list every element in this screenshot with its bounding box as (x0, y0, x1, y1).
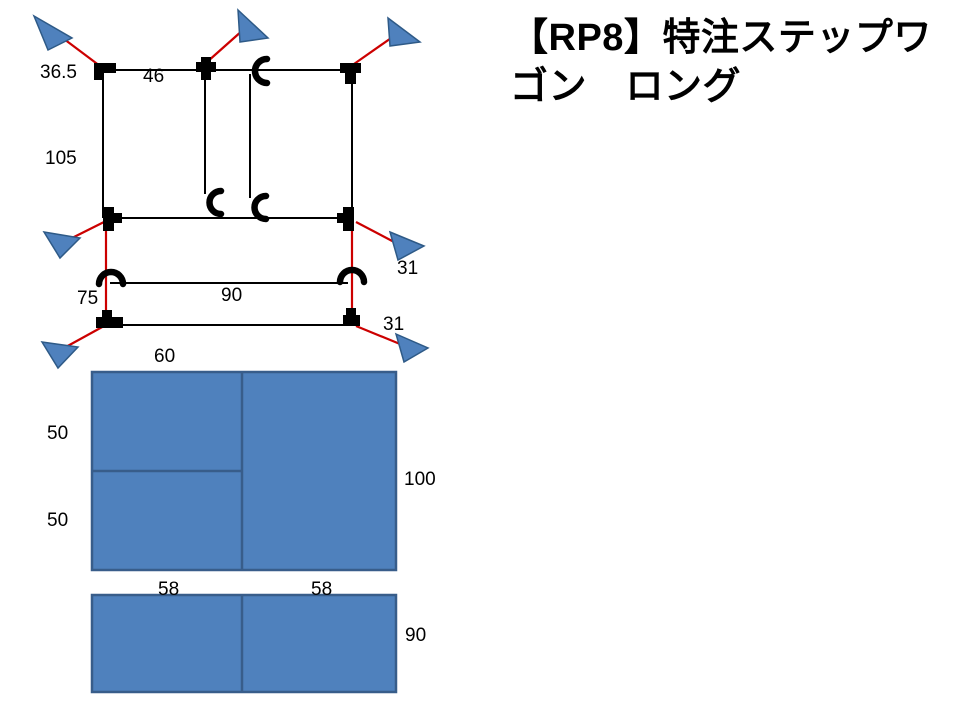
slide-title-line-2: ゴン ロング (510, 65, 742, 108)
peg-marker-low-left (40, 341, 80, 370)
pipe-clamp-top (251, 55, 271, 87)
dim-label-side-height: 105 (45, 148, 77, 169)
dim-label-lower-height: 90 (405, 625, 427, 646)
peg-marker-top-right (387, 16, 422, 47)
corner-connector-mid-right (337, 207, 354, 231)
dim-label-panel-left-bottom: 50 (47, 510, 69, 531)
corner-connectors (94, 57, 361, 328)
panel-group-upper (90, 370, 398, 572)
pipe-clamp-right-arc (336, 266, 368, 286)
dim-label-right-offset-lower: 31 (383, 314, 405, 335)
frame-lines (102, 69, 353, 326)
dim-label-left-lower-span: 75 (77, 288, 99, 309)
dim-label-panel-right: 100 (404, 469, 436, 490)
dim-label-offset-top-left: 36.5 (40, 62, 77, 83)
dim-label-lower-left-width: 58 (158, 579, 180, 600)
pipe-clamps (95, 55, 368, 288)
peg-marker-mid-right (388, 230, 426, 262)
pipe-clamp-mid-2 (251, 192, 270, 223)
corner-connector-top-right (340, 63, 361, 84)
corner-connector-low-left (96, 310, 123, 328)
corner-connector-top-mid (196, 57, 216, 80)
dim-label-panel-left-top: 50 (47, 423, 69, 444)
peg-marker-top-mid (237, 8, 270, 43)
corner-connector-mid-left (103, 207, 122, 231)
panel-lower-body (90, 593, 398, 694)
peg-marker-top-left (32, 14, 74, 52)
dim-label-center-width: 90 (221, 285, 243, 306)
dim-label-lower-right-width: 58 (311, 579, 333, 600)
peg-markers (32, 8, 430, 370)
corner-connector-low-right (343, 308, 360, 326)
dim-label-top-span: 46 (143, 66, 165, 87)
dim-label-bottom-span: 60 (154, 346, 176, 367)
tension-line-top-right (353, 35, 395, 65)
pipe-clamp-mid-1 (206, 187, 225, 218)
dim-label-right-offset-upper: 31 (397, 258, 419, 279)
peg-marker-low-right (394, 332, 430, 364)
tension-line-top-mid (206, 29, 244, 63)
slide-title: 【RP8】特注ステップワ ゴン ロング (510, 14, 950, 111)
peg-marker-mid-left (42, 230, 82, 260)
pipe-clamp-left-arc (95, 268, 127, 288)
tension-line-mid-right (355, 221, 397, 244)
corner-connector-top-left (94, 63, 116, 80)
panel-group-lower (90, 593, 398, 694)
tension-line-low-left (63, 325, 105, 349)
slide-title-line-1: 【RP8】特注ステップワ (510, 17, 932, 59)
tension-line-low-right (355, 324, 401, 346)
